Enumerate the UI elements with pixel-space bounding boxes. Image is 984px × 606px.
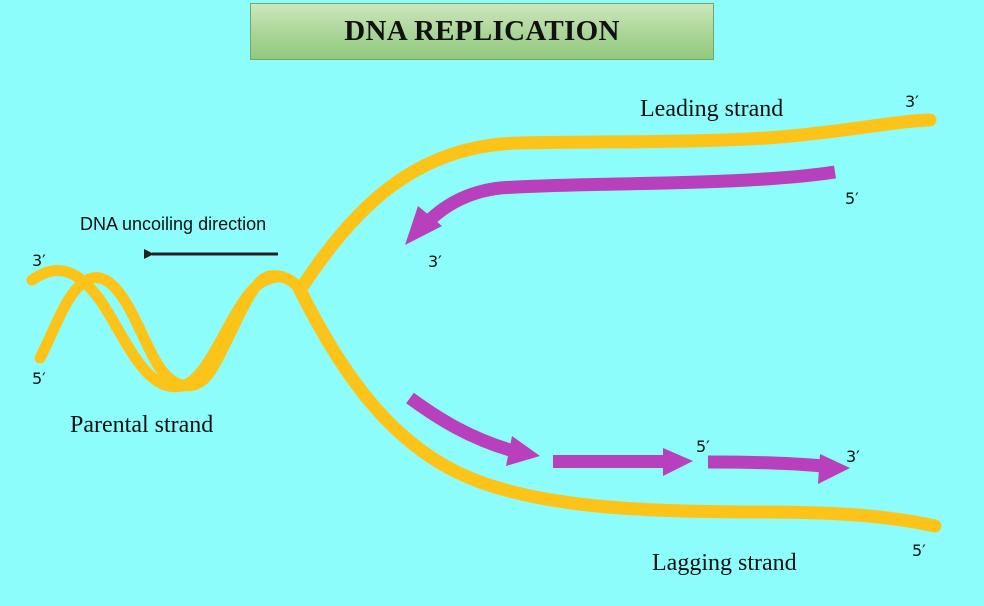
okazaki-fragment-3-arrowhead [818,454,850,484]
okazaki-fragment-3 [707,455,823,473]
title-box: DNA REPLICATION [250,3,714,60]
leading-new-3-prime-end: 3′ [428,252,442,271]
okazaki-fragment-2 [553,455,665,468]
parental-strand-label: Parental strand [70,412,213,438]
lagging-strand-label: Lagging strand [652,550,797,576]
page-title: DNA REPLICATION [344,15,620,47]
okazaki-5-prime-end: 5′ [696,437,710,456]
leading-new-5-prime-end: 5′ [845,189,859,208]
parental-3-prime-end: 3′ [32,251,46,270]
parental-5-prime-end: 5′ [32,369,46,388]
leading-template-strand [293,113,937,297]
lagging-5-prime-end: 5′ [912,541,926,560]
leading-new-strand-arrowhead [405,206,442,245]
uncoiling-direction-label: DNA uncoiling direction [80,214,266,234]
leading-3-prime-end: 3′ [905,92,919,111]
leading-strand-label: Leading strand [640,96,783,122]
leading-new-strand-arrow [417,165,836,233]
lagging-template-strand [293,283,942,533]
okazaki-fragment-1 [406,392,512,457]
parental-strand-b [34,270,306,392]
okazaki-3-prime-end: 3′ [846,447,860,466]
okazaki-fragment-2-arrowhead [663,448,693,476]
okazaki-fragment-1-arrowhead [506,436,540,466]
